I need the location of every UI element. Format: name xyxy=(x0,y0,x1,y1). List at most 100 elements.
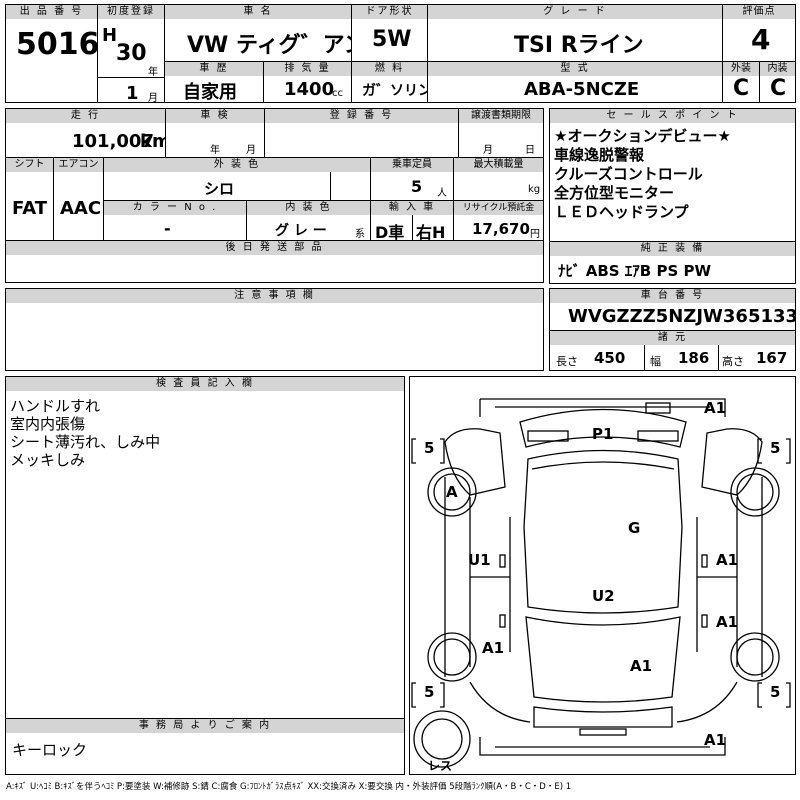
sales-point: 全方位型モニター xyxy=(554,184,675,202)
tread-right-rear: 5 xyxy=(770,683,781,701)
inspection-label: 車 検 xyxy=(166,109,264,123)
office-notice-label: 事 務 局 よ り ご 案 内 xyxy=(6,719,404,733)
capacity-label: 乗車定員 xyxy=(371,158,453,172)
notes-label: 注 意 事 項 欄 xyxy=(6,289,543,303)
registration-number-cell: 登 録 番 号 xyxy=(264,108,459,158)
chassis-label: 車 台 番 号 xyxy=(550,289,795,303)
grade-cell: グ レ ー ド TSI Rライン xyxy=(427,4,723,62)
score-label: 評価点 xyxy=(723,5,795,19)
recycle-amount: 17,670 xyxy=(472,220,530,238)
damage-right-front-door: A1 xyxy=(716,551,739,569)
car-diagram-cell: A1 P1 A G U1 A1 U2 A1 A1 A1 A1 5 5 5 5 レ… xyxy=(409,376,796,775)
grade: TSI Rライン xyxy=(514,33,644,58)
load-unit: kg xyxy=(528,184,541,195)
height: 167 xyxy=(756,349,788,367)
interior-cell: 内装 C xyxy=(759,61,796,103)
length: 450 xyxy=(594,349,626,367)
exterior-label: 外装 xyxy=(723,62,759,76)
chassis-number: WVGZZZ5NZJW365133 xyxy=(568,306,796,327)
lot-number-label: 出 品 番 号 xyxy=(6,5,97,19)
damage-windshield: P1 xyxy=(592,425,614,443)
capacity-cell: 乗車定員 5 人 xyxy=(370,157,454,201)
interior-label: 内装 xyxy=(760,62,795,76)
inspector-note: シート薄汚れ、しみ中 xyxy=(10,433,161,451)
sales-point: ＬＥＤヘッドランプ xyxy=(554,203,689,221)
transfer-deadline-label: 譲渡書類期限 xyxy=(459,109,543,123)
aircon: AAC xyxy=(60,198,102,219)
interior-color-suffix: 系 xyxy=(355,229,365,240)
length-label: 長さ xyxy=(556,355,578,368)
registration-number-label: 登 録 番 号 xyxy=(265,109,458,123)
damage-cargo: A1 xyxy=(630,657,653,675)
later-parts-label: 後 日 発 送 部 品 xyxy=(6,241,543,255)
exterior-cell: 外装 C xyxy=(722,61,760,103)
tread-left-rear: 5 xyxy=(424,683,435,701)
recycle-unit: 円 xyxy=(530,229,540,240)
inspector-note: 室内内張傷 xyxy=(10,415,86,433)
equipment-cell: 純 正 装 備 ﾅﾋﾞ ABS ｴｱB PS PW xyxy=(549,241,796,284)
inspector-notes-label: 検 査 員 記 入 欄 xyxy=(6,377,404,391)
color-number-cell: カ ラ ー N o . - xyxy=(103,200,247,241)
door-label: ドア形状 xyxy=(352,5,427,19)
score: 4 xyxy=(751,23,771,56)
color-number-label: カ ラ ー N o . xyxy=(104,201,246,215)
model-label: 型 式 xyxy=(428,62,722,76)
capacity: 5 xyxy=(411,177,423,196)
fuel: ガ゛ソリン xyxy=(362,83,428,99)
inspection-cell: 車 検 年 月 xyxy=(165,108,265,158)
door-cell: ドア形状 5W xyxy=(351,4,428,62)
month-unit: 月 xyxy=(148,93,158,103)
damage-left-front-tire: A xyxy=(446,483,458,501)
history: 自家用 xyxy=(183,82,237,103)
inspection-year-unit: 年 xyxy=(210,145,220,156)
displacement: 1400 xyxy=(284,79,335,100)
exterior-color-label: 外 装 色 xyxy=(104,158,370,172)
spare-tire-status: レス xyxy=(428,759,453,773)
registration-year: 30 xyxy=(116,41,147,66)
aircon-label: エアコン xyxy=(54,158,103,172)
shift-cell: シフト FAT xyxy=(5,157,54,241)
damage-right-rear-door: A1 xyxy=(716,613,739,631)
car-name-cell: 車 名 VW ティグ゛アン xyxy=(164,4,352,62)
exterior-color-cell: 外 装 色 シロ xyxy=(103,157,371,201)
exterior-color: シロ xyxy=(204,180,235,198)
damage-roof: G xyxy=(628,519,641,537)
sales-point: ★オークションデビュー★ xyxy=(554,127,731,145)
import-type: D車 xyxy=(375,223,405,241)
car-outline-diagram xyxy=(411,398,791,768)
color-number: - xyxy=(164,219,171,238)
interior-grade: C xyxy=(770,76,787,101)
mileage-cell: 走 行 101,007 km xyxy=(5,108,166,158)
inspection-month-unit: 月 xyxy=(246,145,256,156)
damage-rear: A1 xyxy=(704,731,727,749)
spec-label: 諸 元 xyxy=(550,331,795,345)
height-label: 高さ xyxy=(722,355,744,368)
history-cell: 車 歴 自家用 xyxy=(164,61,264,103)
model: ABA-5NCZE xyxy=(524,79,640,100)
shift: FAT xyxy=(12,198,48,219)
transfer-month-unit: 月 xyxy=(483,145,493,156)
aircon-cell: エアコン AAC xyxy=(53,157,104,241)
fuel-label: 燃 料 xyxy=(352,62,427,76)
damage-left-rear-fender: A1 xyxy=(482,639,505,657)
width: 186 xyxy=(678,349,710,367)
exterior-grade: C xyxy=(733,76,750,101)
transfer-deadline-cell: 譲渡書類期限 月 日 xyxy=(458,108,544,158)
sales-points-cell: セ ー ル ス ポ イ ン ト ★オークションデビュー★ 車線逸脱警報 クルーズ… xyxy=(549,108,796,242)
mileage-unit: km xyxy=(140,131,165,152)
displacement-label: 排 気 量 xyxy=(264,62,351,76)
interior-color-cell: 内 装 色 グ レ ー 系 xyxy=(246,200,371,241)
registration-month: 1 xyxy=(126,83,139,103)
car-name-label: 車 名 xyxy=(165,5,351,19)
spec-cell: 諸 元 長さ 450 幅 186 高さ 167 xyxy=(549,330,796,371)
recycle-label: リサイクル預託金 xyxy=(454,201,543,215)
damage-code-legend: A:ｷｽﾞ U:ﾍｺﾐ B:ｷｽﾞを伴うﾍｺﾐ P:要塗装 W:補修跡 S:錆 … xyxy=(6,782,572,792)
width-label: 幅 xyxy=(650,355,661,368)
inspector-notes-cell: 検 査 員 記 入 欄 ハンドルすれ 室内内張傷 シート薄汚れ、しみ中 メッキし… xyxy=(5,376,405,719)
notes-cell: 注 意 事 項 欄 xyxy=(5,288,544,371)
shift-label: シフト xyxy=(6,158,53,172)
sales-point: クルーズコントロール xyxy=(554,165,703,183)
interior-color-label: 内 装 色 xyxy=(247,201,370,215)
first-registration-cell: 初度登録 H 30 年 1 月 xyxy=(97,4,165,103)
first-registration-label: 初度登録 xyxy=(98,5,164,19)
